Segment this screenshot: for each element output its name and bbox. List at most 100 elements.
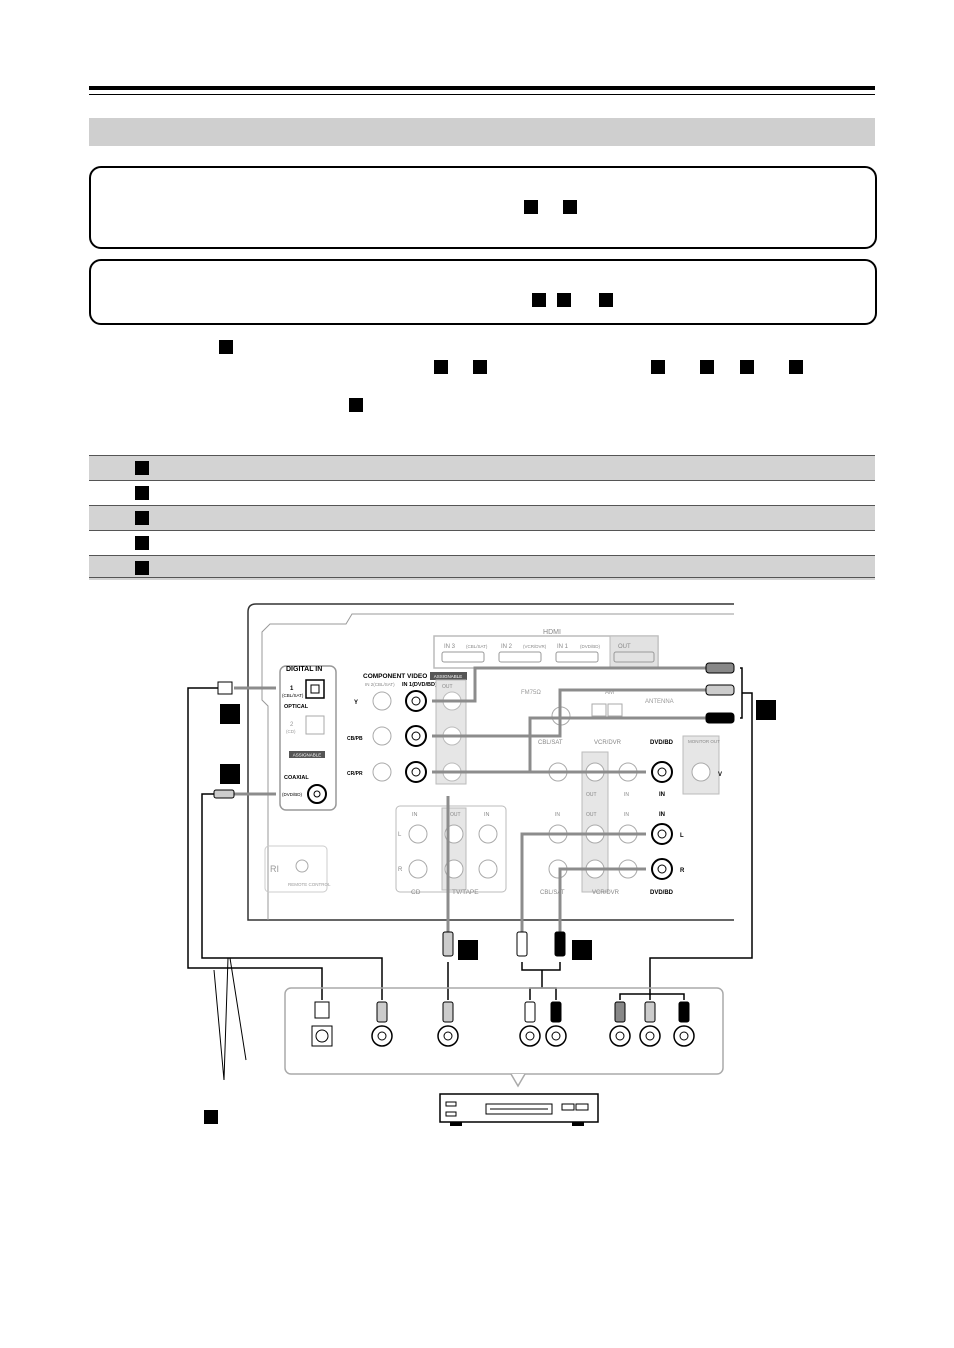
cables: [187, 666, 753, 1000]
svg-text:OUT: OUT: [586, 792, 597, 798]
svg-text:IN: IN: [484, 812, 490, 818]
note-box-2: [89, 259, 877, 325]
square-marker: [700, 360, 714, 374]
svg-text:DVD/BD: DVD/BD: [650, 890, 674, 896]
svg-text:RI: RI: [270, 864, 279, 874]
svg-text:OPTICAL: OPTICAL: [284, 704, 309, 710]
svg-text:IN 2: IN 2: [501, 644, 513, 650]
disc-player-icon: [439, 1093, 599, 1126]
square-marker: [204, 1110, 218, 1124]
digital-in-section: DIGITAL IN 1 (CBL/SAT) OPTICAL 2 (CD) AS…: [279, 665, 337, 811]
svg-text:IN: IN: [659, 812, 665, 818]
svg-text:COAXIAL: COAXIAL: [284, 775, 309, 781]
svg-text:OUT: OUT: [586, 812, 597, 818]
svg-text:IN: IN: [659, 792, 665, 798]
svg-text:OUT: OUT: [450, 812, 461, 818]
svg-text:CBL/SAT: CBL/SAT: [540, 890, 565, 896]
square-marker: [740, 360, 754, 374]
svg-text:REMOTE CONTROL: REMOTE CONTROL: [288, 882, 331, 887]
table-row: [89, 455, 875, 480]
square-marker: [458, 940, 478, 960]
component-video-section: COMPONENT VIDEO ASSIGNABLE IN 2(CBL/SAT)…: [347, 672, 467, 785]
svg-text:(DVD/BD): (DVD/BD): [282, 792, 303, 797]
square-marker: [135, 511, 149, 525]
square-marker: [434, 360, 448, 374]
hdmi-section: HDMI IN 3 (CBL/SAT) IN 2 (VCR/DVR) IN 1 …: [433, 629, 659, 669]
svg-text:CD: CD: [411, 889, 421, 896]
svg-text:ASSIGNABLE: ASSIGNABLE: [293, 753, 322, 758]
cd-tvtape-section: IN OUT IN L R CD TV/TAPE: [395, 805, 507, 896]
square-marker: [599, 293, 613, 307]
square-marker: [557, 293, 571, 307]
svg-text:VCR/DVR: VCR/DVR: [592, 890, 620, 896]
svg-text:COMPONENT VIDEO: COMPONENT VIDEO: [363, 673, 427, 680]
svg-text:1: 1: [290, 686, 294, 692]
svg-text:L: L: [398, 832, 402, 838]
svg-text:CBL/SAT: CBL/SAT: [538, 740, 563, 746]
svg-text:(CBL/SAT): (CBL/SAT): [282, 693, 304, 698]
svg-text:VCR/DVR: VCR/DVR: [594, 740, 622, 746]
body-paragraph: [89, 330, 875, 430]
svg-text:R: R: [680, 868, 685, 874]
svg-text:DVD/BD: DVD/BD: [650, 740, 674, 746]
antenna-section: FM75Ω AM ANTENNA: [521, 690, 674, 726]
square-marker: [219, 340, 233, 354]
svg-text:IN 1(DVD/BD): IN 1(DVD/BD): [402, 682, 437, 688]
square-marker: [135, 461, 149, 475]
source-device-panel: [284, 987, 724, 1088]
svg-text:ASSIGNABLE: ASSIGNABLE: [434, 674, 463, 679]
svg-text:IN 2(CBL/SAT): IN 2(CBL/SAT): [365, 682, 395, 687]
table-row: [89, 480, 875, 505]
svg-text:IN: IN: [555, 812, 560, 818]
square-marker: [756, 700, 776, 720]
square-marker: [135, 561, 149, 575]
connection-table: [89, 455, 875, 580]
square-marker: [651, 360, 665, 374]
table-row: [89, 505, 875, 530]
digital-in-label: DIGITAL IN: [286, 666, 322, 673]
square-marker: [135, 536, 149, 550]
svg-text:Y: Y: [354, 700, 358, 706]
square-marker: [220, 704, 240, 724]
table-row: [89, 530, 875, 555]
plugs: [213, 662, 735, 957]
svg-text:OUT: OUT: [442, 684, 453, 690]
square-marker: [135, 486, 149, 500]
square-marker: [789, 360, 803, 374]
svg-text:ANTENNA: ANTENNA: [645, 699, 674, 705]
svg-text:IN: IN: [624, 792, 629, 798]
svg-text:IN 3: IN 3: [444, 644, 456, 650]
svg-text:2: 2: [290, 722, 294, 728]
square-marker: [532, 293, 546, 307]
svg-text:CR/PR: CR/PR: [347, 771, 363, 777]
svg-text:(CD): (CD): [286, 729, 296, 734]
square-marker: [349, 398, 363, 412]
table-bottom-rule: [89, 577, 875, 578]
square-marker: [473, 360, 487, 374]
receiver-rear-panel: [247, 603, 734, 921]
header-rule-thin: [89, 94, 875, 95]
svg-text:(VCR/DVR): (VCR/DVR): [523, 644, 547, 649]
square-marker: [563, 200, 577, 214]
hdmi-label: HDMI: [543, 629, 561, 636]
header-rule-thick: [89, 86, 875, 90]
svg-text:V: V: [718, 772, 722, 778]
analog-av-section: CBL/SAT VCR/DVR DVD/BD MONITOR OUT V IN …: [538, 735, 722, 896]
svg-text:R: R: [398, 867, 403, 873]
svg-text:MONITOR OUT: MONITOR OUT: [688, 739, 720, 744]
square-marker: [572, 940, 592, 960]
svg-text:(CBL/SAT): (CBL/SAT): [466, 644, 488, 649]
svg-text:CB/PB: CB/PB: [347, 736, 363, 742]
square-marker: [220, 764, 240, 784]
table-row: [89, 555, 875, 580]
svg-text:IN: IN: [624, 812, 629, 818]
svg-text:FM75Ω: FM75Ω: [521, 690, 541, 696]
svg-text:L: L: [680, 833, 684, 839]
svg-text:IN: IN: [412, 812, 418, 818]
svg-text:(DVD/BD): (DVD/BD): [580, 644, 601, 649]
svg-text:OUT: OUT: [618, 644, 631, 650]
square-marker: [524, 200, 538, 214]
svg-text:AM: AM: [605, 690, 614, 696]
svg-text:TV/TAPE: TV/TAPE: [452, 889, 479, 896]
